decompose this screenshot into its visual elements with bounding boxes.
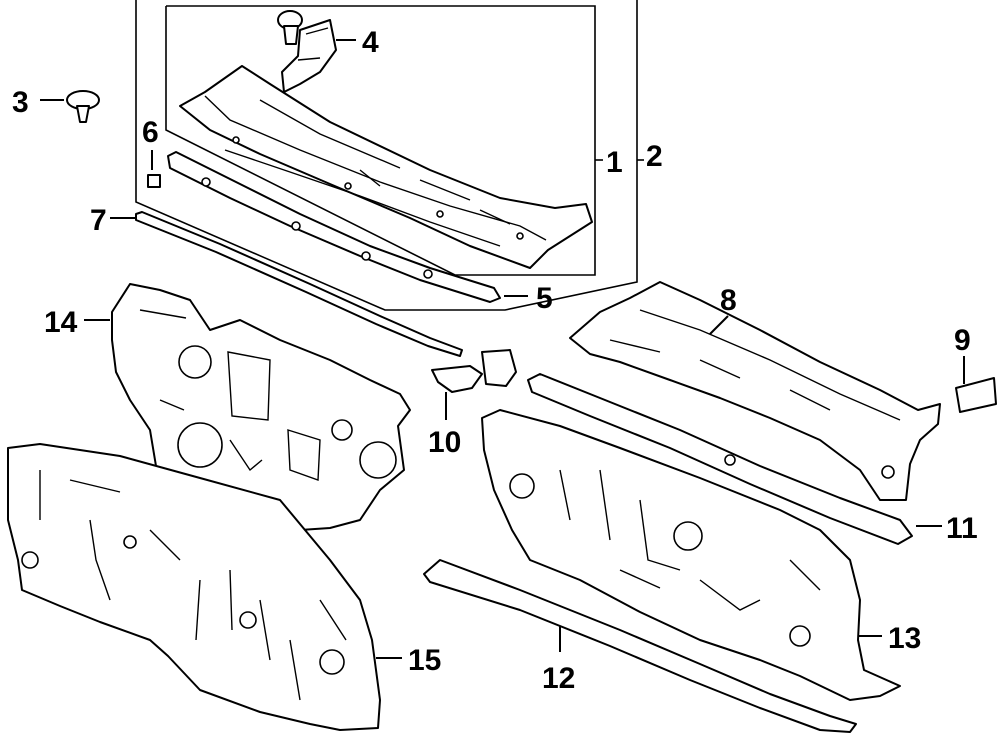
callout-11: 11 xyxy=(946,512,978,545)
callout-15: 15 xyxy=(408,644,441,677)
callout-9: 9 xyxy=(954,324,971,357)
cowl-cover-part-1 xyxy=(179,65,593,269)
callout-5: 5 xyxy=(536,282,553,315)
callout-10: 10 xyxy=(428,426,461,459)
assembly-frame xyxy=(135,0,644,311)
callout-12: 12 xyxy=(542,662,575,695)
callout-4: 4 xyxy=(362,26,379,59)
cowl-panel-part-8 xyxy=(569,281,941,501)
clip-part-6 xyxy=(147,174,161,188)
callout-6: 6 xyxy=(142,116,159,149)
insulator-part-14 xyxy=(111,283,411,531)
callout-8: 8 xyxy=(720,284,737,317)
callout-7: 7 xyxy=(90,204,107,237)
callout-3: 3 xyxy=(12,86,29,119)
leader-lines xyxy=(40,39,965,659)
bracket-part-10 xyxy=(431,349,517,393)
weatherstrip-part-7 xyxy=(135,211,463,357)
clip-part-3 xyxy=(66,90,100,123)
seal-part-4 xyxy=(277,10,337,93)
dashboard-part-15 xyxy=(7,443,381,731)
callout-labels: 1 2 3 4 5 6 7 8 9 10 11 12 13 14 15 xyxy=(12,26,978,695)
bracket-part-9 xyxy=(955,377,997,413)
member-part-11 xyxy=(527,373,913,545)
callout-2: 2 xyxy=(646,140,663,173)
callout-14: 14 xyxy=(44,306,78,339)
member-part-12 xyxy=(423,559,857,733)
callout-13: 13 xyxy=(888,622,921,655)
callout-1: 1 xyxy=(606,146,623,179)
firewall-part-13 xyxy=(481,409,901,701)
seal-part-5 xyxy=(167,151,501,303)
